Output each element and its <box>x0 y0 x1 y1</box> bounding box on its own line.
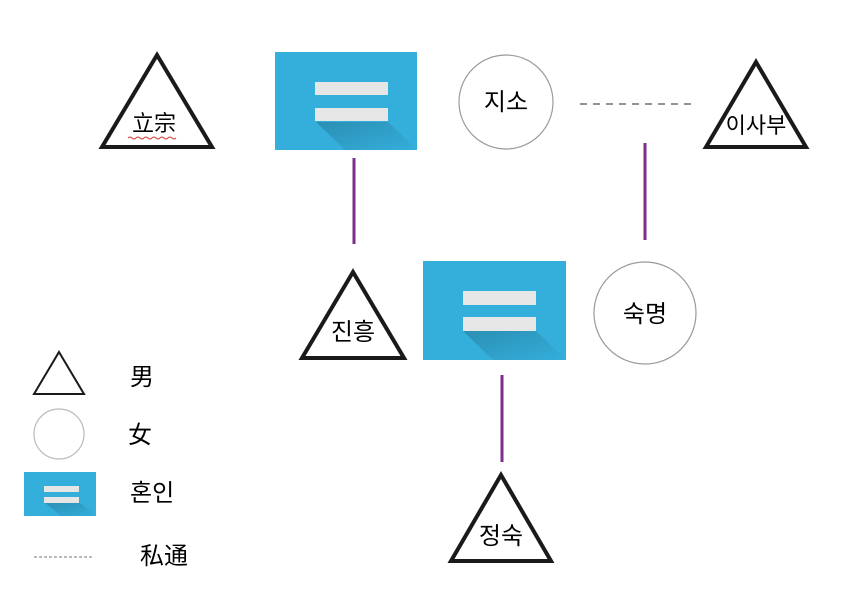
female-circle-icon <box>593 261 697 365</box>
person-label-lizong: 立宗 <box>132 112 176 137</box>
legend-male-triangle-icon <box>32 350 86 395</box>
person-lizong-male: 立宗 <box>98 51 216 149</box>
legend <box>24 350 96 558</box>
male-triangle-icon <box>702 58 810 149</box>
person-jinheung-male: 진흥 <box>298 268 408 360</box>
person-label-sukmyeong: 숙명 <box>623 300 667 328</box>
spellcheck-underline <box>127 136 177 140</box>
legend-label-male: 男 <box>130 363 154 391</box>
legend-marriage-icon <box>24 472 96 516</box>
marriage-box-top <box>275 52 417 150</box>
legend-female-circle-icon <box>33 408 85 460</box>
female-circle-icon <box>458 54 554 150</box>
person-label-jinheung: 진흥 <box>331 318 375 346</box>
person-label-jiso: 지소 <box>484 88 528 116</box>
legend-label-female: 女 <box>128 421 152 449</box>
marriage-box-middle <box>423 261 566 360</box>
person-label-isabu: 이사부 <box>726 114 787 139</box>
legend-label-affair: 私通 <box>140 542 188 570</box>
person-sukmyeong-female: 숙명 <box>593 261 697 365</box>
male-triangle-icon <box>298 268 408 360</box>
person-jiso-female: 지소 <box>458 54 554 150</box>
person-isabu-male: 이사부 <box>702 58 810 149</box>
person-jeongsuk-male: 정숙 <box>447 471 555 563</box>
person-label-jeongsuk: 정숙 <box>479 522 523 550</box>
legend-label-marriage: 혼인 <box>130 479 175 507</box>
male-triangle-icon <box>447 471 555 563</box>
male-triangle-icon <box>98 51 216 149</box>
